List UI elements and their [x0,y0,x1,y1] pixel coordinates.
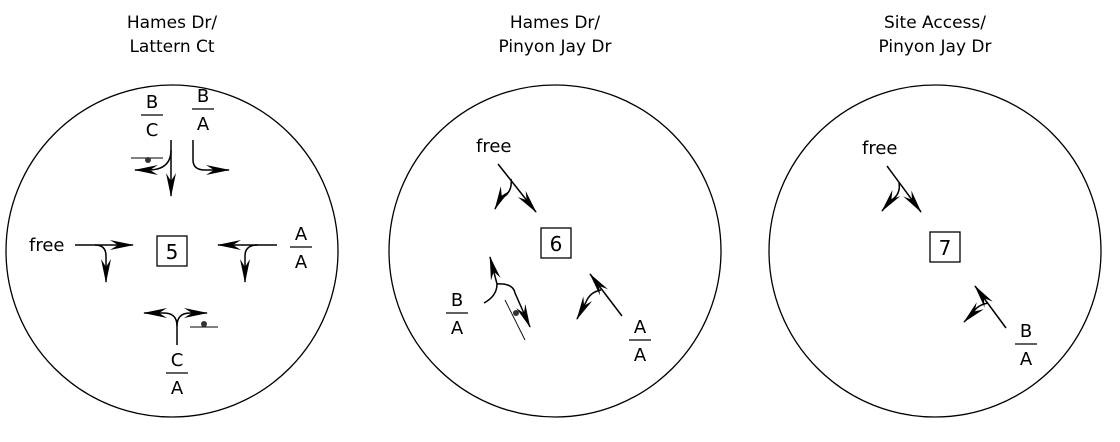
stop-dot [513,310,519,316]
northwest-approach: free [862,138,922,213]
intersection-id: 6 [550,232,563,256]
intersection-circle [5,84,339,418]
left-turn-arrow [240,244,259,283]
through-arrow [497,163,537,213]
left-turn-arrow [134,149,172,175]
intersection-id-box [929,231,961,263]
los-label-north-left: B C [141,92,163,141]
right-turn-arrow [192,140,230,175]
east-approach: A A [217,224,312,283]
panel-title-line1: Hames Dr/ [510,13,601,33]
panel-title-line2: Lattern Ct [129,37,214,57]
left-turn-arrow [143,308,178,345]
panel-title-line1: Hames Dr/ [127,13,218,33]
panel-intersection-6: Hames Dr/ Pinyon Jay Dr 6 free B A [388,13,722,418]
panel-intersection-5: Hames Dr/ Lattern Ct 5 B C B A free [5,13,339,418]
southeast-approach: B A [963,285,1037,370]
left-turn-arrow [881,182,901,212]
left-turn-arrow [483,256,501,304]
stop-dot [201,321,207,327]
los-pm: A [295,252,308,273]
panel-title-line2: Pinyon Jay Dr [879,37,992,57]
free-flow-label: free [476,136,512,157]
left-turn-arrow [963,302,989,323]
los-label-south: C A [166,350,188,399]
los-pm: A [197,114,210,135]
los-am: A [295,224,308,245]
los-am: A [634,317,647,338]
los-am: B [1020,321,1032,342]
left-turn-arrow [576,289,602,320]
intersection-id-box [156,235,188,267]
los-am: B [197,86,209,107]
through-arrow [974,285,1007,329]
stop-bar-line [504,299,526,341]
los-pm: A [171,378,184,399]
los-am: B [146,92,158,113]
intersection-circle [388,84,722,418]
panel-intersection-7: Site Access/ Pinyon Jay Dr 7 free B A [768,13,1102,418]
through-arrow [589,273,623,317]
los-pm: C [146,120,159,141]
south-approach: C A [143,308,218,399]
intersection-circle [768,84,1102,418]
los-pm: A [634,345,647,366]
los-am: B [451,290,463,311]
los-label-southeast: B A [1015,321,1037,370]
stop-dot [145,157,151,163]
intersection-id-box [540,227,572,259]
west-approach: free [29,235,134,283]
right-turn-arrow [496,283,531,328]
panel-title-line1: Site Access/ [884,13,986,33]
los-label-north-right: B A [192,86,214,135]
intersection-id: 5 [166,240,179,264]
southwest-approach: B A [446,256,531,341]
southeast-approach: A A [576,273,651,366]
los-label-southwest: B A [446,290,468,339]
right-turn-arrow [94,244,111,283]
los-label-southeast: A A [629,317,651,366]
los-pm: A [451,318,464,339]
through-arrow [886,165,922,213]
los-pm: A [1020,349,1033,370]
intersection-id: 7 [939,236,952,260]
los-am: C [171,350,184,371]
left-turn-arrow [494,178,513,210]
north-approach-arrows [131,140,230,197]
free-flow-label: free [862,138,898,159]
northwest-approach: free [476,136,537,213]
free-flow-label: free [29,235,65,256]
panel-title-line2: Pinyon Jay Dr [499,37,612,57]
right-turn-arrow [176,308,208,327]
los-label-east: A A [290,224,312,273]
